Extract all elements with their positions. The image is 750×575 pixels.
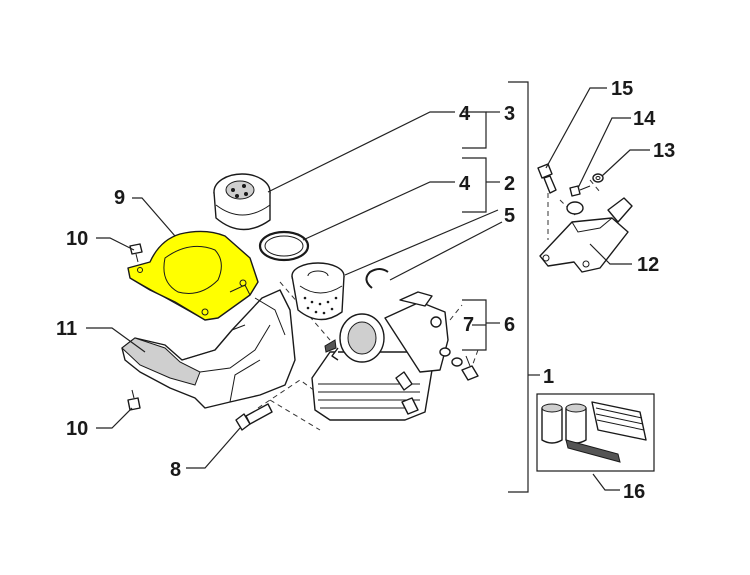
part-15-screw — [537, 163, 557, 194]
highlight-cover-body — [127, 230, 259, 321]
part-12-bracket — [539, 217, 629, 273]
callout-6: 6 — [504, 314, 515, 336]
callout-12: 12 — [637, 254, 659, 276]
callout-3: 3 — [504, 103, 515, 125]
bracket-lines — [462, 81, 540, 493]
part-13-washer — [592, 173, 604, 183]
callout-11: 11 — [56, 318, 77, 340]
callout-5: 5 — [504, 205, 515, 227]
callout-4-second: 4 — [459, 173, 471, 195]
part-10-screw-lower — [127, 389, 141, 411]
callout-13: 13 — [653, 140, 675, 162]
part-14-screw — [569, 185, 591, 197]
callout-4-top: 4 — [459, 103, 471, 125]
leader-lines — [86, 87, 650, 491]
callout-7: 7 — [463, 314, 474, 336]
callout-8: 8 — [170, 459, 181, 481]
callout-labels: 1 2 3 4 4 5 6 7 8 9 10 10 11 12 13 14 15… — [56, 78, 675, 503]
callout-14: 14 — [633, 108, 656, 130]
callout-10-upper: 10 — [66, 228, 88, 250]
callout-16: 16 — [623, 481, 645, 503]
part-2-filter-cartridge — [291, 262, 345, 321]
part-4-o-ring — [258, 230, 310, 262]
callout-9: 9 — [114, 187, 125, 209]
oil-filter-housing — [311, 291, 449, 421]
part-5-snap-ring — [365, 268, 389, 289]
part-12-clip — [566, 197, 633, 223]
part-4-filter-cap — [213, 173, 271, 231]
part-7-washers — [439, 347, 463, 367]
callout-10-lower: 10 — [66, 418, 88, 440]
callout-1: 1 — [543, 366, 554, 388]
part-16-service-kit — [536, 393, 655, 472]
part-10-screw-upper — [129, 243, 143, 263]
callout-2: 2 — [504, 173, 515, 195]
callout-15: 15 — [611, 78, 633, 100]
part-9-cover-highlighted — [127, 230, 259, 321]
part-8-bolt — [235, 403, 273, 431]
part-6-bolt — [461, 355, 479, 381]
